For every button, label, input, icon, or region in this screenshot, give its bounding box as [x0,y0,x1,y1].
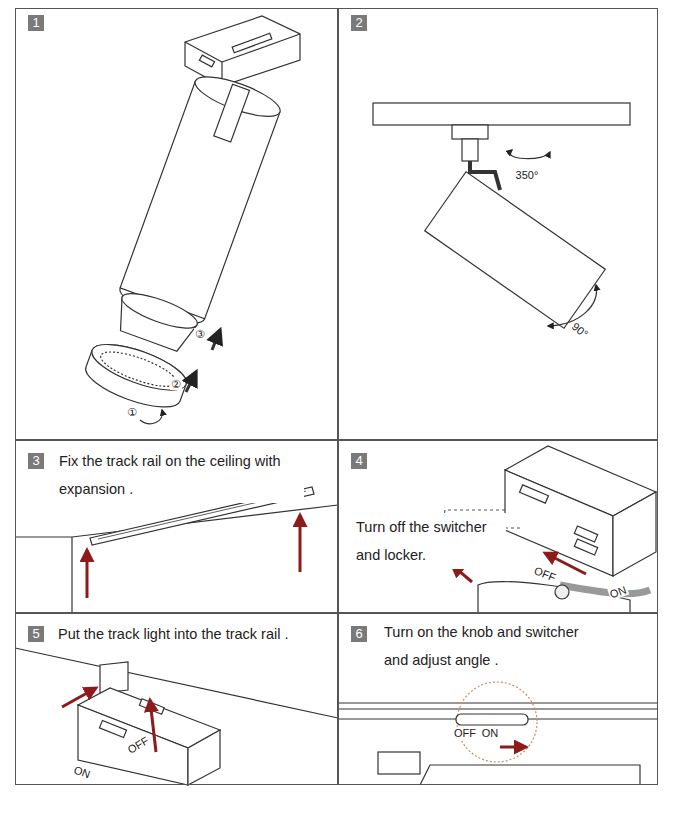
step-panel: 3 Fix the track rail on the ceiling with … [15,440,338,613]
callout-number: ② [170,378,182,390]
step-panel: 6 Turn on the knob and switcher and adjus… [338,613,658,785]
step-instruction: Fix the track rail on the ceiling with e… [59,447,304,503]
step-number: 3 [28,453,44,469]
step-instruction: Put the track light into the track rail … [58,620,336,648]
callout-number: ③ [194,328,206,340]
step-number: 2 [351,15,367,31]
insert-into-rail [15,648,338,785]
switch-label: OFF [125,734,152,756]
angle-label: 350° [515,169,540,181]
step-number: 6 [351,626,367,642]
step-instruction: Turn off the switcher and locker. [356,513,506,569]
switch-label: ON [481,727,500,739]
spotlight-exploded [81,16,300,424]
switch-label: OFF [532,564,559,584]
switch-label: OFF [453,727,477,739]
step-panel: 1 [15,8,338,440]
step-number: 5 [28,626,44,642]
callout-number: ① [126,406,138,418]
step-number: 1 [28,15,44,31]
switch-label: ON [71,763,92,781]
angle-label: 90° [569,319,591,340]
ceiling-rail [15,487,338,613]
switch-on [338,682,658,785]
spotlight-rotation [373,103,630,328]
step-number: 4 [351,453,367,469]
step-panel: 2 [338,8,658,440]
switch-label: ON [607,583,628,601]
step-instruction: Turn on the knob and switcher and adjust… [384,618,594,674]
step-panel: 4Turn off the switcher and locker. [338,440,658,613]
step-panel: 5 Put the track light into the track rail… [15,613,338,785]
